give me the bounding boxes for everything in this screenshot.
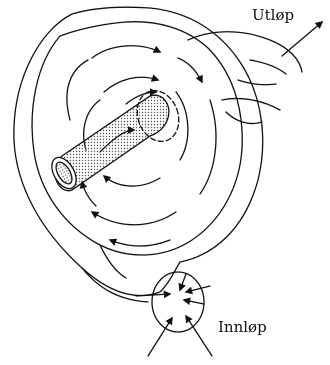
outlet-duct-side [226,112,262,124]
swirl-lower-left [82,182,96,206]
inlet-arrow-5 [184,300,204,304]
outlet-duct-upper [188,32,302,72]
outlet-duct-loop [250,60,286,74]
swirl-outer-top [92,46,160,58]
swirl-outer-left [67,60,88,120]
inlet-arrow-2 [186,316,212,356]
outer-casing [14,7,263,295]
inlet-arrow-6 [180,274,186,290]
swirl-outer-right [200,100,216,194]
outlet-label: Utløp [252,6,294,24]
outlet-duct-bend [238,80,276,85]
swirl-mid-top [104,77,158,92]
swirl-lower [110,240,170,246]
inlet-label: Innløp [218,318,267,336]
swirl-right-top [178,58,202,82]
outlet-duct-lower [222,98,280,110]
swirl-outer-bottom [92,212,176,225]
swirl-mid-bottom [104,176,160,186]
tail-curve-outer [82,268,148,302]
inlet-arrow-4 [186,286,210,292]
outlet-arrow [282,22,322,56]
